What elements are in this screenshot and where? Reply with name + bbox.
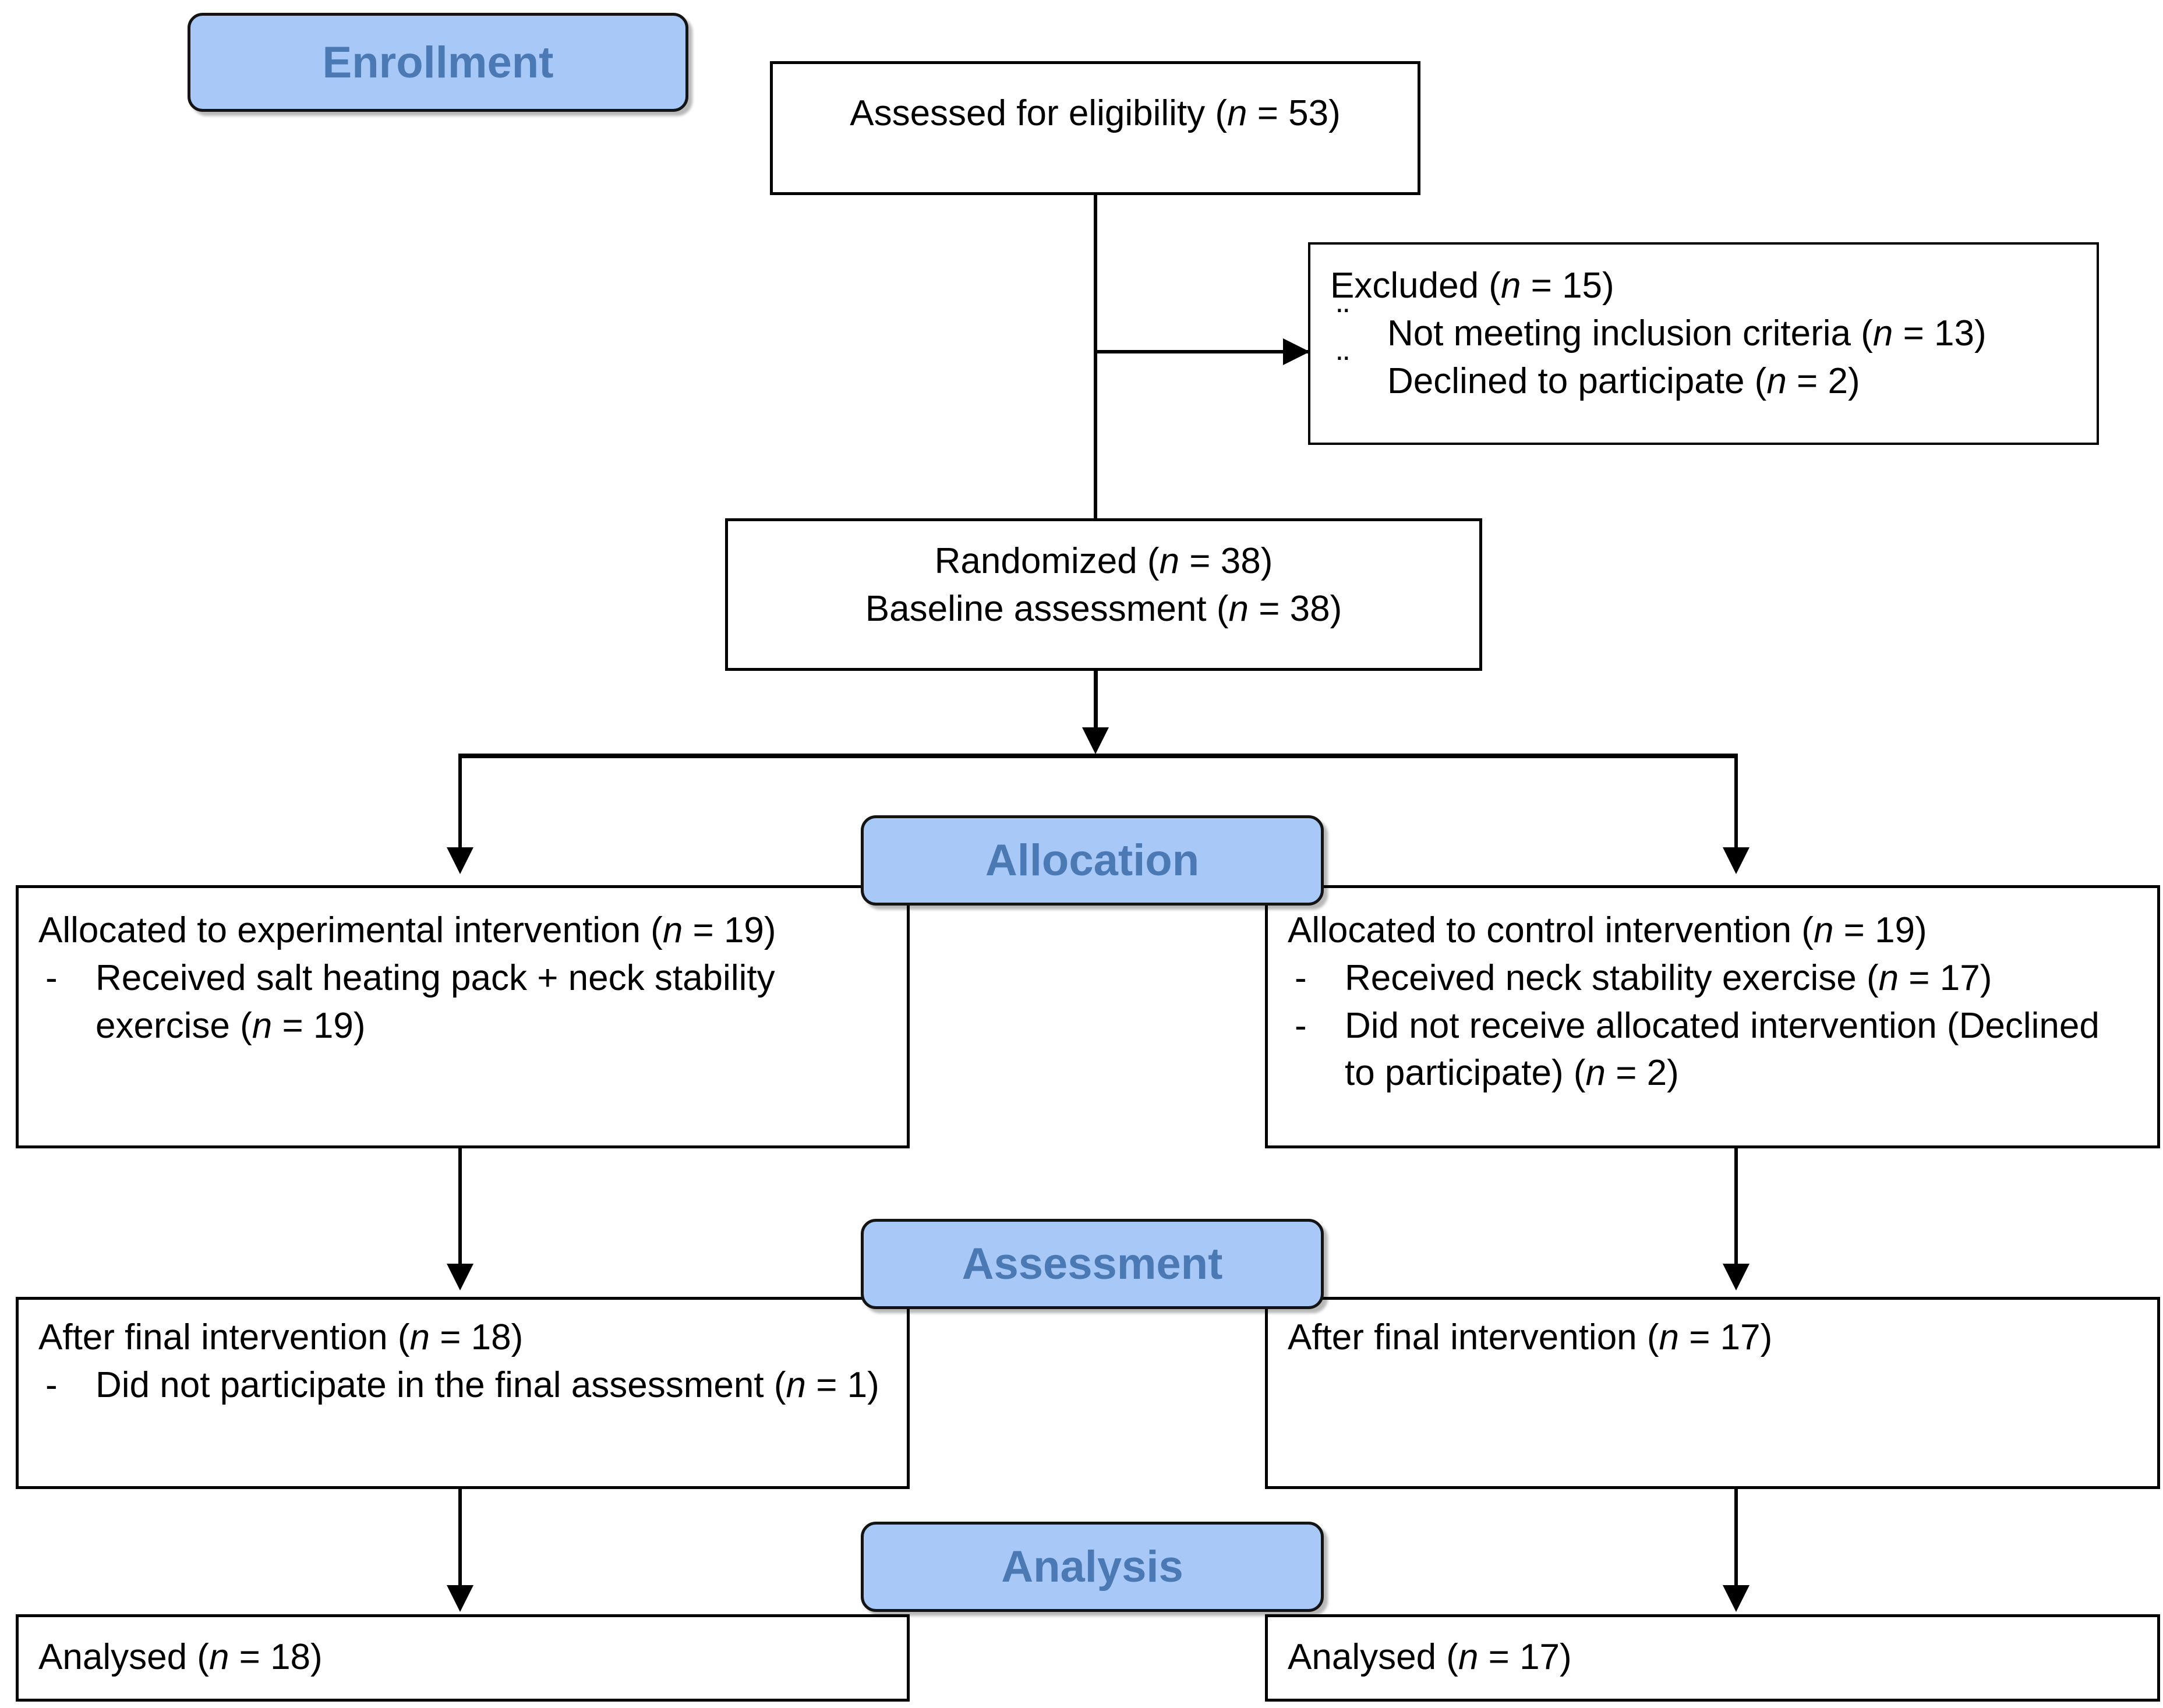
assessment-left-item: - Did not participate in the final asses… xyxy=(38,1362,887,1409)
stage-pill-allocation-label: Allocation xyxy=(985,836,1200,885)
box-assessment-experimental: After final intervention (n = 18) - Did … xyxy=(16,1297,910,1489)
assessment-left-title: After final intervention (n = 18) xyxy=(38,1317,524,1357)
stage-pill-analysis: Analysis xyxy=(861,1522,1324,1612)
box-assessment-control: After final intervention (n = 17) xyxy=(1265,1297,2160,1489)
connector-left-allocation-to-assessment xyxy=(458,1148,462,1265)
allocation-right-item-text: Received neck stability exercise (n = 17… xyxy=(1345,957,1992,998)
assessed-line: Assessed for eligibility (n = 53) xyxy=(850,93,1341,133)
n-symbol: n xyxy=(1659,1317,1680,1357)
excluded-item: ¨ Not meeting inclusion criteria (n = 13… xyxy=(1330,303,2077,358)
allocation-left-item: - Received salt heating pack + neck stab… xyxy=(38,954,887,1050)
n-symbol: n xyxy=(1228,588,1249,629)
bullet-icon: - xyxy=(1295,957,1307,998)
n-symbol: n xyxy=(1500,266,1521,306)
n-symbol: n xyxy=(1878,957,1899,998)
n-symbol: n xyxy=(252,1005,273,1046)
connector-right-allocation-to-assessment xyxy=(1734,1148,1738,1265)
n-symbol: n xyxy=(208,1637,229,1677)
box-excluded: Excluded (n = 15) ¨ Not meeting inclusio… xyxy=(1308,242,2099,445)
stage-pill-enrollment: Enrollment xyxy=(188,13,688,112)
connector-split-to-right-allocation xyxy=(1734,754,1738,853)
arrowhead-randomized-split xyxy=(1082,727,1109,754)
assessment-right-title: After final intervention (n = 17) xyxy=(1288,1317,1773,1357)
randomized-line-2: Baseline assessment (n = 38) xyxy=(865,588,1342,629)
randomized-line-1: Randomized (n = 38) xyxy=(934,541,1273,581)
excluded-item-text: Declined to participate (n = 2) xyxy=(1387,360,1860,401)
n-symbol: n xyxy=(1872,313,1893,353)
n-symbol: n xyxy=(1813,910,1834,950)
arrowhead-right-allocation xyxy=(1723,847,1750,874)
allocation-right-title: Allocated to control intervention (n = 1… xyxy=(1288,910,1927,950)
bullet-icon: - xyxy=(45,957,58,998)
arrowhead-left-assessment xyxy=(447,1264,473,1290)
stage-pill-analysis-label: Analysis xyxy=(1001,1542,1183,1592)
n-symbol: n xyxy=(1585,1053,1606,1094)
box-assessed-for-eligibility: Assessed for eligibility (n = 53) xyxy=(770,61,1420,195)
n-symbol: n xyxy=(786,1364,806,1405)
split-bar-allocation xyxy=(458,754,1738,758)
connector-split-to-left-allocation xyxy=(458,754,462,853)
allocation-right-item-text: Did not receive allocated intervention (… xyxy=(1345,1005,2100,1094)
analysis-left-title: Analysed (n = 18) xyxy=(38,1637,323,1677)
n-symbol: n xyxy=(1766,360,1787,401)
n-symbol: n xyxy=(662,910,683,950)
bullet-icon: ¨ xyxy=(1337,349,1349,390)
box-analysed-control: Analysed (n = 17) xyxy=(1265,1614,2160,1702)
stage-pill-allocation: Allocation xyxy=(861,815,1324,906)
allocation-right-item: - Received neck stability exercise (n = … xyxy=(1288,954,2137,1002)
arrowhead-left-analysis xyxy=(447,1585,473,1612)
box-analysed-experimental: Analysed (n = 18) xyxy=(16,1614,910,1702)
n-symbol: n xyxy=(1227,93,1247,133)
excluded-item-text: Not meeting inclusion criteria (n = 13) xyxy=(1387,313,1987,353)
n-symbol: n xyxy=(1458,1637,1479,1677)
box-allocated-control: Allocated to control intervention (n = 1… xyxy=(1265,885,2160,1148)
stage-pill-assessment: Assessment xyxy=(861,1219,1324,1309)
connector-right-assessment-to-analysis xyxy=(1734,1489,1738,1588)
bullet-icon: - xyxy=(45,1364,58,1405)
assessment-left-item-text: Did not participate in the final assessm… xyxy=(96,1364,879,1405)
arrowhead-right-assessment xyxy=(1723,1264,1750,1290)
stage-pill-assessment-label: Assessment xyxy=(962,1239,1223,1289)
n-symbol: n xyxy=(409,1317,430,1357)
allocation-left-title: Allocated to experimental intervention (… xyxy=(38,910,776,950)
arrowhead-left-allocation xyxy=(447,847,473,874)
box-allocated-experimental: Allocated to experimental intervention (… xyxy=(16,885,910,1148)
box-randomized: Randomized (n = 38) Baseline assessment … xyxy=(725,518,1482,671)
connector-randomized-to-split xyxy=(1094,671,1098,740)
connector-assessed-to-randomized xyxy=(1094,195,1097,521)
analysis-right-title: Analysed (n = 17) xyxy=(1288,1637,1572,1677)
allocation-left-item-text: Received salt heating pack + neck stabil… xyxy=(96,957,775,1046)
allocation-right-item: - Did not receive allocated intervention… xyxy=(1288,1002,2137,1098)
connector-to-excluded xyxy=(1094,350,1312,353)
n-symbol: n xyxy=(1159,541,1180,581)
excluded-title: Excluded (n = 15) xyxy=(1330,266,1614,306)
stage-pill-enrollment-label: Enrollment xyxy=(322,37,554,87)
bullet-icon: ¨ xyxy=(1337,301,1349,342)
arrowhead-right-analysis xyxy=(1723,1585,1750,1612)
connector-left-assessment-to-analysis xyxy=(458,1489,462,1588)
excluded-item: ¨ Declined to participate (n = 2) xyxy=(1330,351,2077,405)
bullet-icon: - xyxy=(1295,1005,1307,1046)
arrowhead-to-excluded xyxy=(1283,338,1310,365)
